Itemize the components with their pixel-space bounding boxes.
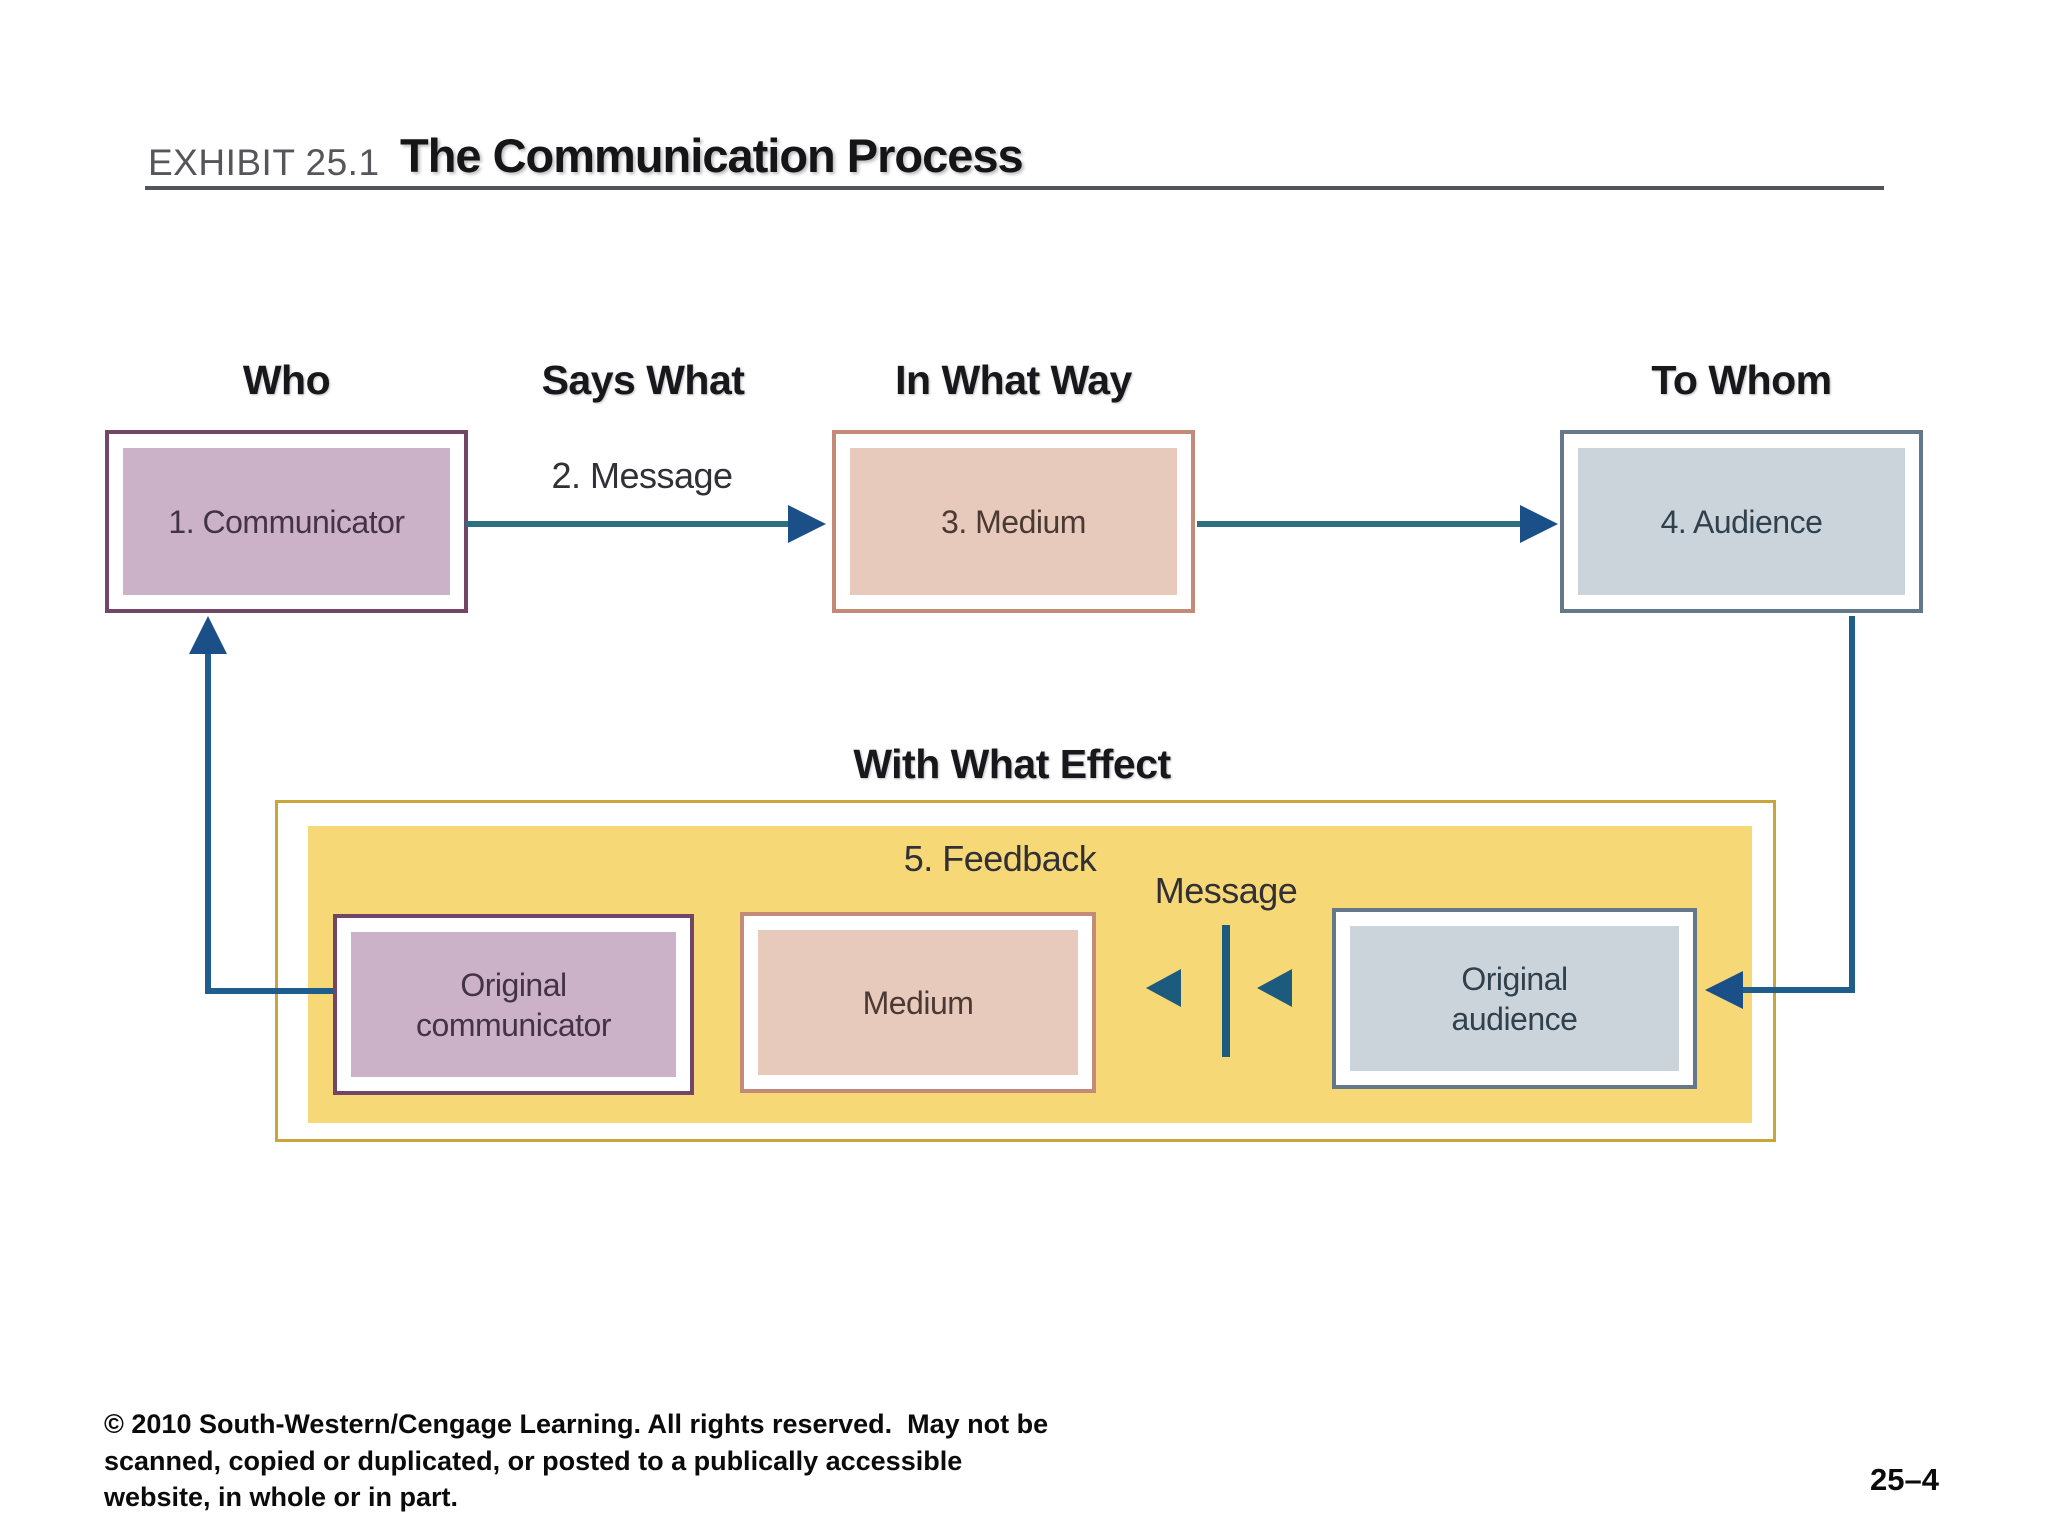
original-audience-line1: Original [1461, 960, 1568, 997]
message-top-label: 2. Message [551, 455, 733, 496]
original-audience-line2: audience [1451, 1000, 1578, 1037]
original-communicator-line2: communicator [416, 1006, 611, 1043]
audience-box: 4. Audience [1560, 430, 1923, 613]
column-label-says-what: Says What [541, 357, 745, 403]
feedback-label: 5. Feedback [903, 838, 1097, 879]
message-bottom-label: Message [1154, 870, 1298, 911]
slide-title: The Communication Process [400, 129, 1024, 182]
feedback-left-triangles [1146, 969, 1292, 1007]
column-label-to-whom: To Whom [1651, 357, 1832, 403]
effect-label: With What Effect [853, 741, 1171, 787]
medium-box-label: 3. Medium [941, 503, 1086, 540]
title-underline [145, 186, 1884, 190]
medium-to-audience-arrow [1197, 505, 1558, 543]
original-communicator-box: Original communicator [333, 914, 694, 1095]
original-medium-label: Medium [862, 984, 974, 1021]
column-label-in-what-way: In What Way [895, 357, 1132, 403]
message-arrow [466, 505, 826, 543]
copyright-notice: © 2010 South-Western/Cengage Learning. A… [104, 1409, 1049, 1513]
original-medium-box: Medium [740, 912, 1096, 1093]
original-audience-box: Original audience [1332, 908, 1697, 1089]
audience-box-label: 4. Audience [1660, 503, 1823, 540]
column-label-who: Who [242, 357, 331, 403]
page-number: 25–4 [1870, 1462, 1939, 1497]
exhibit-label: EXHIBIT 25.1 [148, 142, 380, 183]
feedback-return-arrow [189, 616, 333, 994]
message-divider-bar [1222, 925, 1230, 1057]
medium-box: 3. Medium [832, 430, 1195, 613]
audience-to-feedback-arrow [1705, 616, 1855, 1009]
original-communicator-line1: Original [460, 966, 567, 1003]
communicator-box-label: 1. Communicator [168, 503, 405, 540]
